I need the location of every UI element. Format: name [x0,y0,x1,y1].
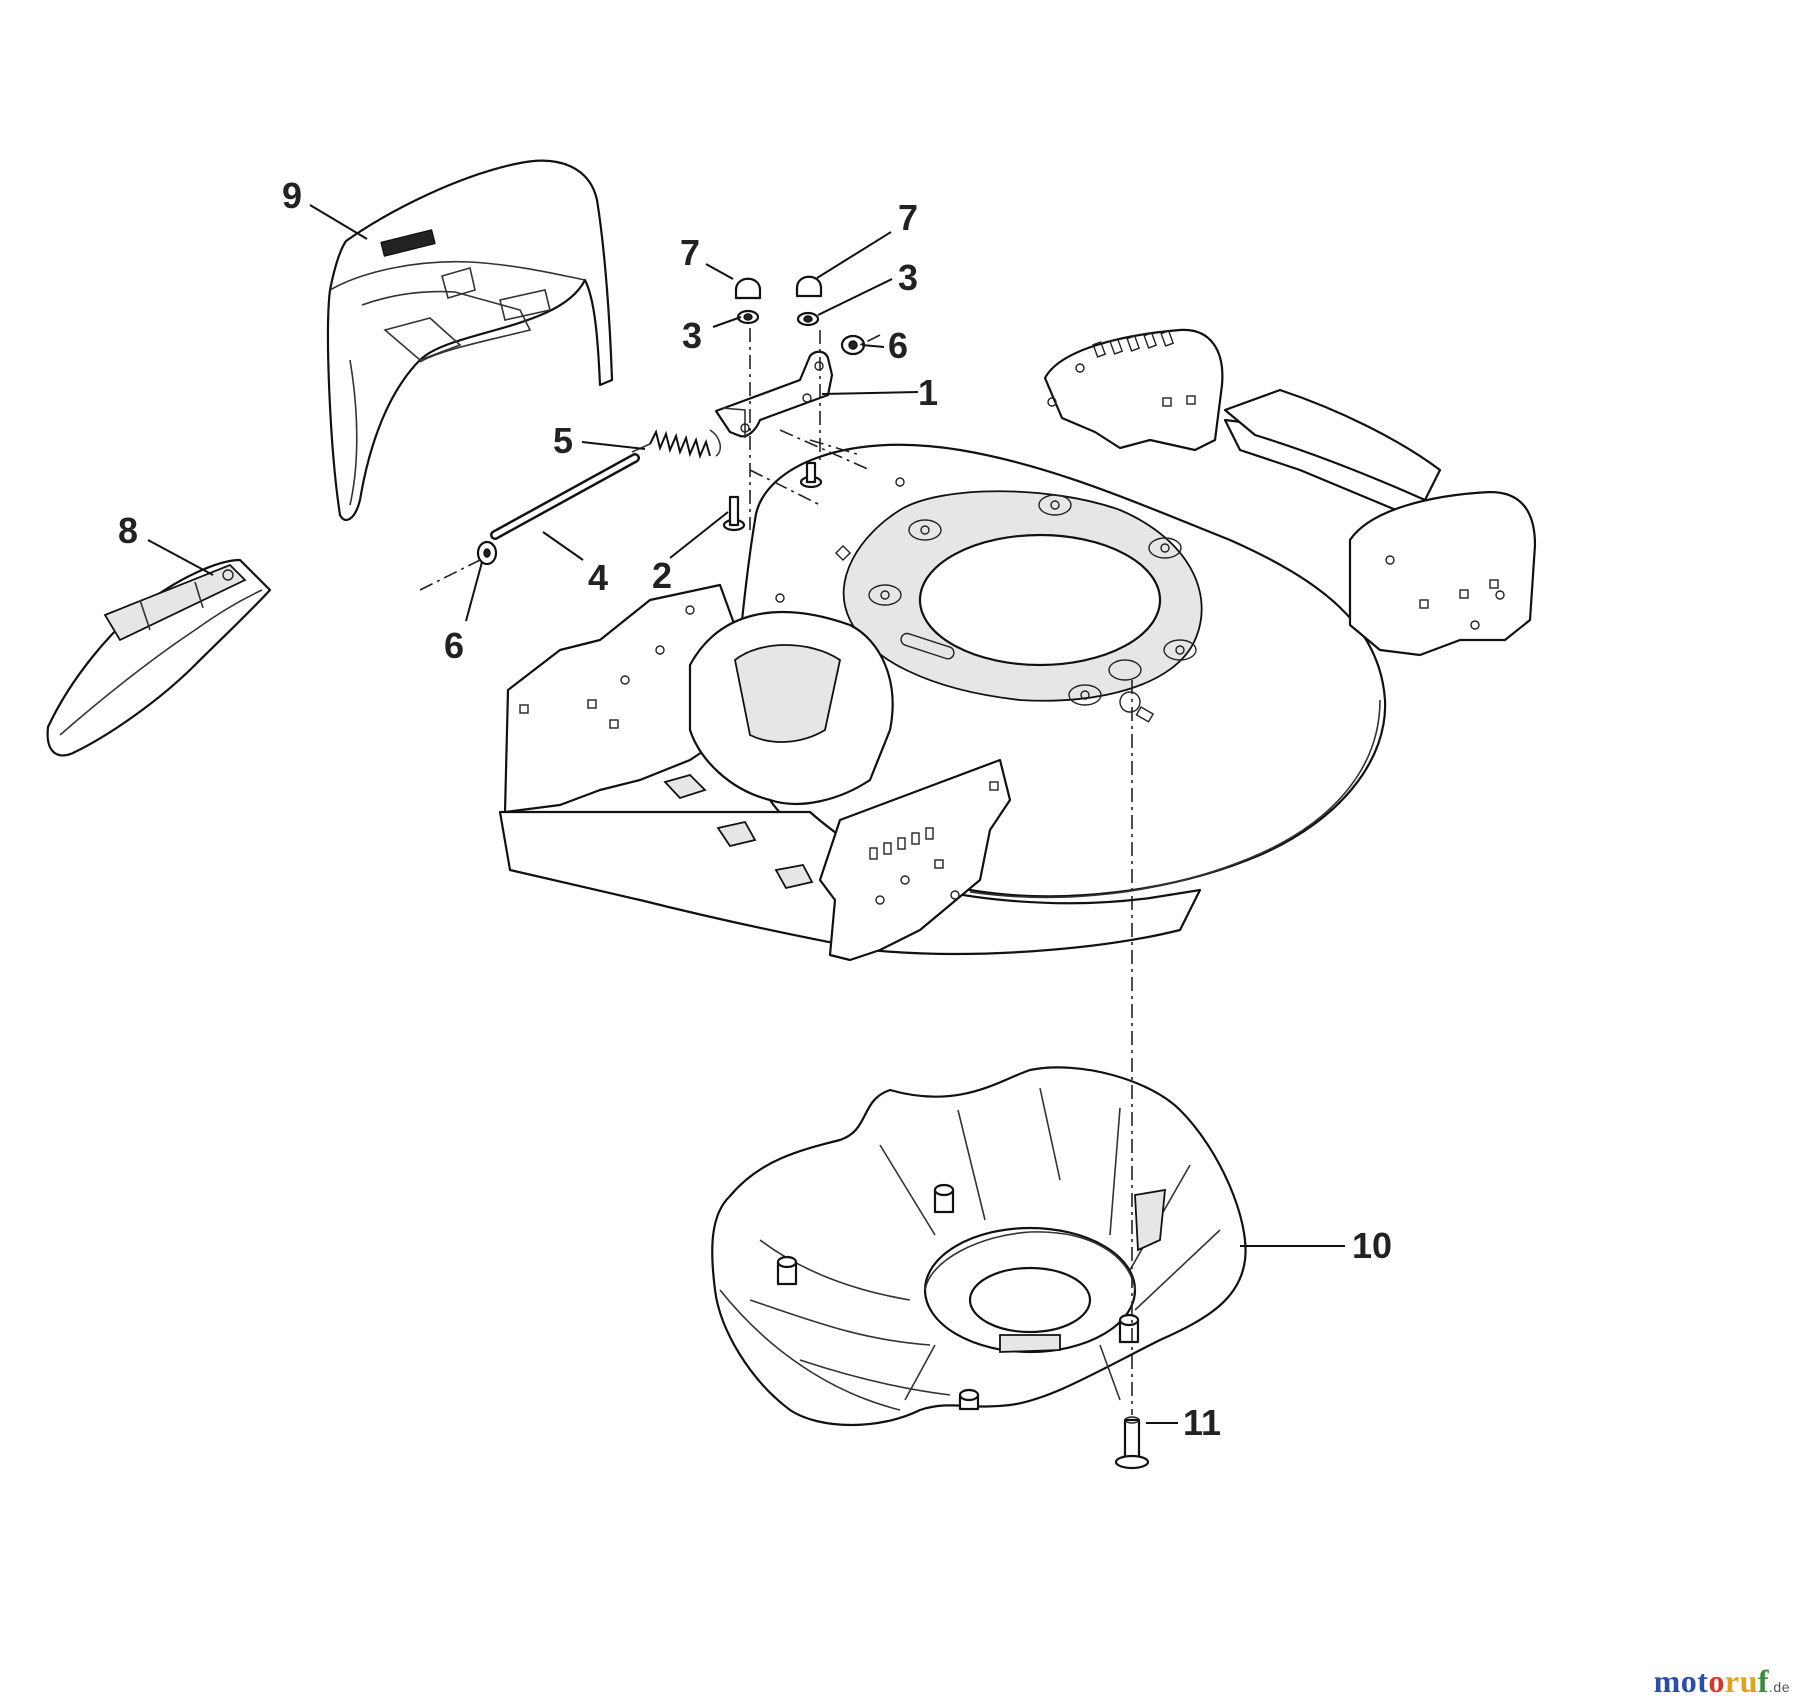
nut-right [796,311,820,327]
callout-7-right: 7 [898,197,918,238]
callout-6-left: 6 [444,625,464,666]
callout-2: 2 [652,555,672,596]
screw-a [722,495,746,532]
cap-nut-left [734,277,762,300]
nut-left [736,309,760,325]
callout-9: 9 [282,175,302,216]
baffle-bolt [1114,1416,1150,1470]
hinge-bracket [714,350,834,438]
motoruf-watermark-logo: motoruf.de [1654,1663,1790,1700]
callout-10: 10 [1352,1225,1392,1266]
rear-flap-handle [46,558,272,757]
callout-3-left: 3 [682,315,702,356]
washer-left [476,540,498,566]
watermark-part-3: ru [1724,1663,1758,1699]
torsion-spring [631,429,722,460]
watermark-part-1: mot [1653,1663,1709,1699]
mower-deck [498,328,1537,962]
callout-labels: 1 2 3 3 4 5 6 6 7 7 8 9 10 11 [118,175,1392,1443]
callout-8: 8 [118,510,138,551]
watermark-part-2: o [1708,1663,1725,1699]
watermark-suffix: .de [1769,1679,1790,1695]
screw-b [799,461,823,489]
callout-5: 5 [553,420,573,461]
assembly-lines [419,328,1133,1415]
blade-baffle [711,1066,1247,1427]
callout-1: 1 [918,372,938,413]
rear-guard-cover [326,159,614,522]
callout-4: 4 [588,557,608,598]
cap-nut-right [795,275,823,298]
hinge-rod [490,453,640,540]
watermark-part-4: f [1757,1663,1770,1699]
callout-6-right: 6 [888,325,908,366]
leader-lines [147,204,1345,1424]
callout-7-left: 7 [680,232,700,273]
callout-11: 11 [1183,1402,1221,1443]
callout-3-right: 3 [898,257,918,298]
